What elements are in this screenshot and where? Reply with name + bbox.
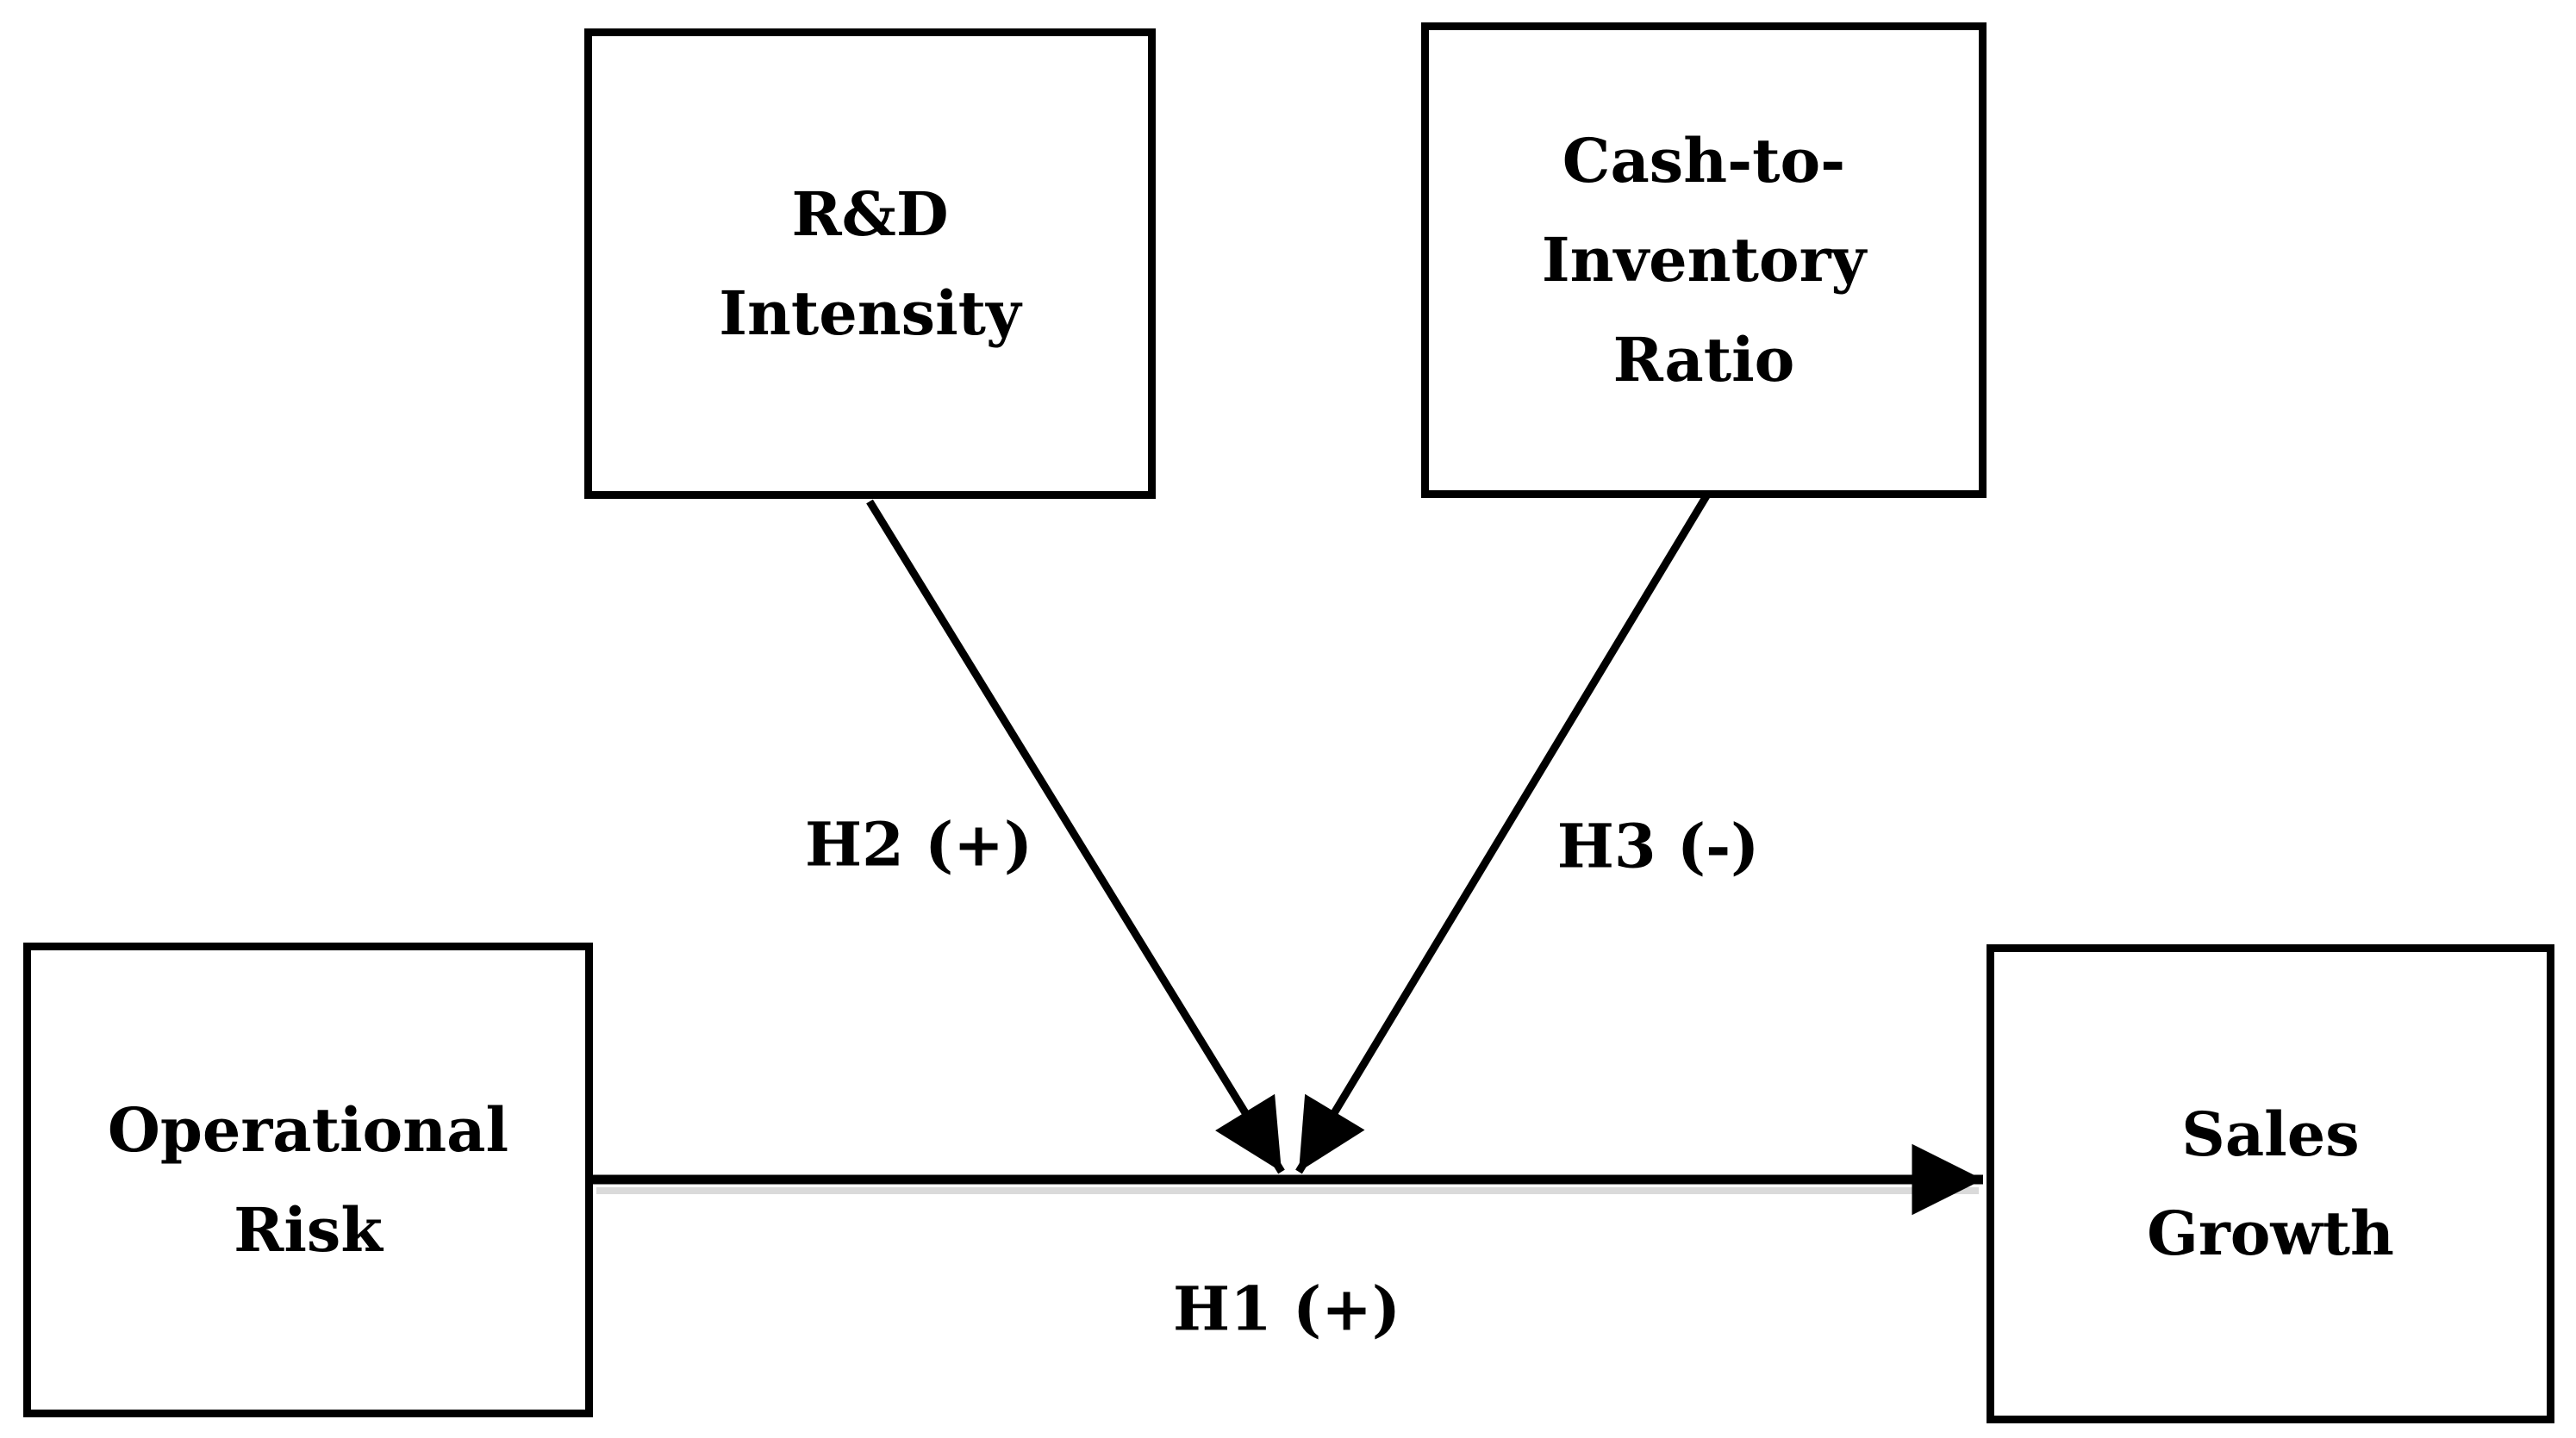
h1-hypothesis-label: H1 (+) <box>1172 1273 1401 1345</box>
node-cash-to-inventory-ratio: Cash-to- Inventory Ratio <box>1421 22 1987 498</box>
h2-hypothesis-label: H2 (+) <box>804 808 1033 881</box>
node-rd-intensity-label: R&D Intensity <box>719 177 1021 350</box>
h2-arrow <box>866 499 1285 1174</box>
node-cash-to-inventory-ratio-label: Cash-to- Inventory Ratio <box>1541 124 1867 395</box>
node-rd-intensity: R&D Intensity <box>584 28 1156 499</box>
node-sales-growth-label: Sales Growth <box>2147 1098 2394 1270</box>
h3-hypothesis-label: H3 (-) <box>1556 810 1760 882</box>
node-operational-risk-label: Operational Risk <box>107 1094 509 1266</box>
node-sales-growth: Sales Growth <box>1987 944 2554 1423</box>
node-operational-risk: Operational Risk <box>23 943 593 1417</box>
h3-arrow <box>1295 492 1711 1174</box>
